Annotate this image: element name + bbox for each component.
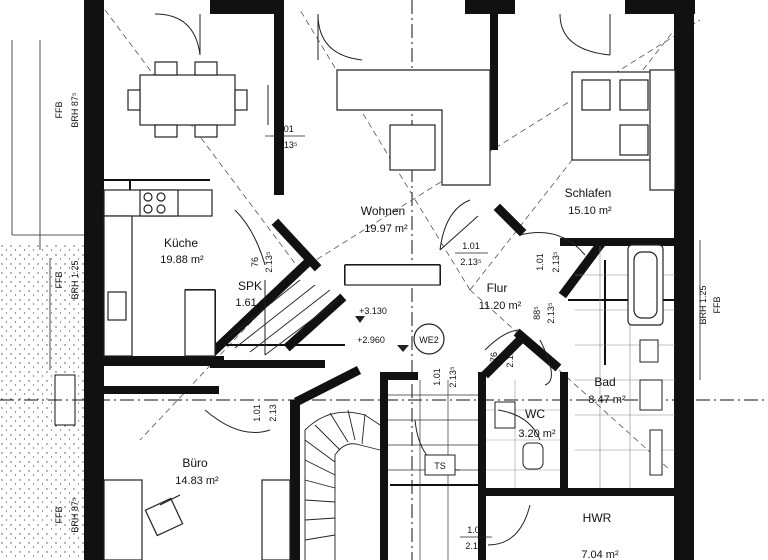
winding-stair bbox=[304, 409, 381, 560]
door-spk-height: 2.13⁵ bbox=[264, 251, 274, 273]
level-symbols bbox=[355, 316, 409, 352]
door-we2-labels: 1.01 2.13⁵ bbox=[432, 366, 458, 388]
window-right-line1: BRH 1.25 bbox=[698, 285, 708, 324]
room-buero-area: 14.83 m² bbox=[175, 475, 219, 487]
door-wc-labels: 76 2.13⁵ bbox=[489, 346, 515, 368]
office-furniture bbox=[103, 479, 291, 560]
door-spk-width: 76 bbox=[250, 257, 260, 267]
ts-label: TS bbox=[434, 461, 446, 471]
bathtub bbox=[627, 244, 664, 326]
room-spk-area: 1.61 m² bbox=[235, 297, 273, 309]
door-spk-labels: 76 2.13⁵ bbox=[250, 251, 274, 273]
door-bad-height: 2.13⁵ bbox=[546, 302, 556, 324]
window-label-left-top: FFB BRH 87⁵ bbox=[54, 92, 80, 128]
room-spk-name: SPK bbox=[238, 279, 262, 293]
door-flur-right-height: 2.13⁵ bbox=[551, 251, 561, 273]
door-swings bbox=[154, 13, 611, 471]
door-we2-height: 2.13⁵ bbox=[448, 366, 458, 388]
entrance-stair bbox=[224, 279, 339, 356]
window-left-mid-line1: FFB bbox=[54, 272, 64, 289]
door-buero-width: 1.01 bbox=[252, 404, 262, 422]
exterior-guides bbox=[11, 40, 701, 380]
window-label-right: BRH 1.25 FFB bbox=[698, 285, 722, 324]
room-hwr-name: HWR bbox=[583, 511, 612, 525]
diagonal-walls bbox=[208, 203, 607, 407]
door-flur-right-width: 1.01 bbox=[535, 253, 545, 271]
window-left-bottom-line2: BRH 87⁵ bbox=[70, 497, 80, 533]
room-bad-area: 8.47 m² bbox=[588, 394, 626, 406]
door-flur-height: 2.13⁵ bbox=[460, 257, 482, 267]
level-lower: +2.960 bbox=[357, 335, 385, 345]
door-we2-width: 1.01 bbox=[432, 368, 442, 386]
window-label-left-mid: FFB BRH 1.25 bbox=[54, 260, 80, 299]
window-left-top-line1: FFB bbox=[54, 102, 64, 119]
sofa bbox=[336, 69, 491, 286]
door-flur-width: 1.01 bbox=[462, 241, 480, 251]
bed bbox=[571, 69, 676, 191]
door-wohnen-width: 1.01 bbox=[276, 124, 294, 134]
window-left-top-line2: BRH 87⁵ bbox=[70, 92, 80, 128]
we2-label: WE2 bbox=[419, 335, 439, 345]
roof-diagonals bbox=[104, 9, 701, 471]
radiator-marks bbox=[264, 85, 269, 355]
kitchen-counter bbox=[103, 189, 216, 357]
bad-fixtures bbox=[639, 339, 663, 476]
room-schlafen-area: 15.10 m² bbox=[568, 205, 612, 217]
walls bbox=[84, 0, 695, 560]
door-wc-width: 76 bbox=[489, 352, 499, 362]
we2-marker bbox=[413, 323, 445, 355]
window-right-line2: FFB bbox=[712, 297, 722, 314]
room-flur-name: Flur bbox=[487, 281, 508, 295]
level-upper: +3.130 bbox=[359, 306, 387, 316]
room-kueche-name: Küche bbox=[164, 236, 198, 250]
wc-fixtures bbox=[494, 401, 544, 470]
stair-grid bbox=[388, 380, 478, 560]
door-hwr-height: 2.13⁵ bbox=[465, 541, 487, 551]
door-buero-labels: 1.01 2.13 bbox=[252, 404, 278, 422]
door-hwr-width: 1.01 bbox=[467, 525, 485, 535]
room-buero-name: Büro bbox=[182, 456, 208, 470]
room-wc-area: 3.20 m² bbox=[518, 428, 556, 440]
door-flur-right-labels: 1.01 2.13⁵ bbox=[535, 251, 561, 273]
door-bad-width: 88⁵ bbox=[532, 306, 542, 320]
door-wohnen-height: 2.13⁵ bbox=[276, 140, 298, 150]
door-wc-height: 2.13⁵ bbox=[505, 346, 515, 368]
window-left-mid-line2: BRH 1.25 bbox=[70, 260, 80, 299]
dining-table bbox=[127, 61, 248, 138]
room-bad-name: Bad bbox=[594, 375, 615, 389]
window-left-bottom-line1: FFB bbox=[54, 507, 64, 524]
door-buero-height: 2.13 bbox=[268, 404, 278, 422]
hwr-door bbox=[487, 504, 531, 546]
door-bad-labels: 88⁵ 2.13⁵ bbox=[532, 302, 556, 324]
room-schlafen-name: Schlafen bbox=[565, 186, 612, 200]
ts-box bbox=[424, 454, 456, 476]
room-wohnen-area: 19.97 m² bbox=[364, 223, 408, 235]
window-label-left-bottom: FFB BRH 87⁵ bbox=[54, 497, 80, 533]
room-hwr-area: 7.04 m² bbox=[581, 549, 619, 560]
room-kueche-area: 19.88 m² bbox=[160, 254, 204, 266]
room-flur-area: 11.20 m² bbox=[479, 300, 522, 312]
room-wc-name: WC bbox=[525, 407, 545, 421]
room-wohnen-name: Wohnen bbox=[361, 204, 405, 218]
